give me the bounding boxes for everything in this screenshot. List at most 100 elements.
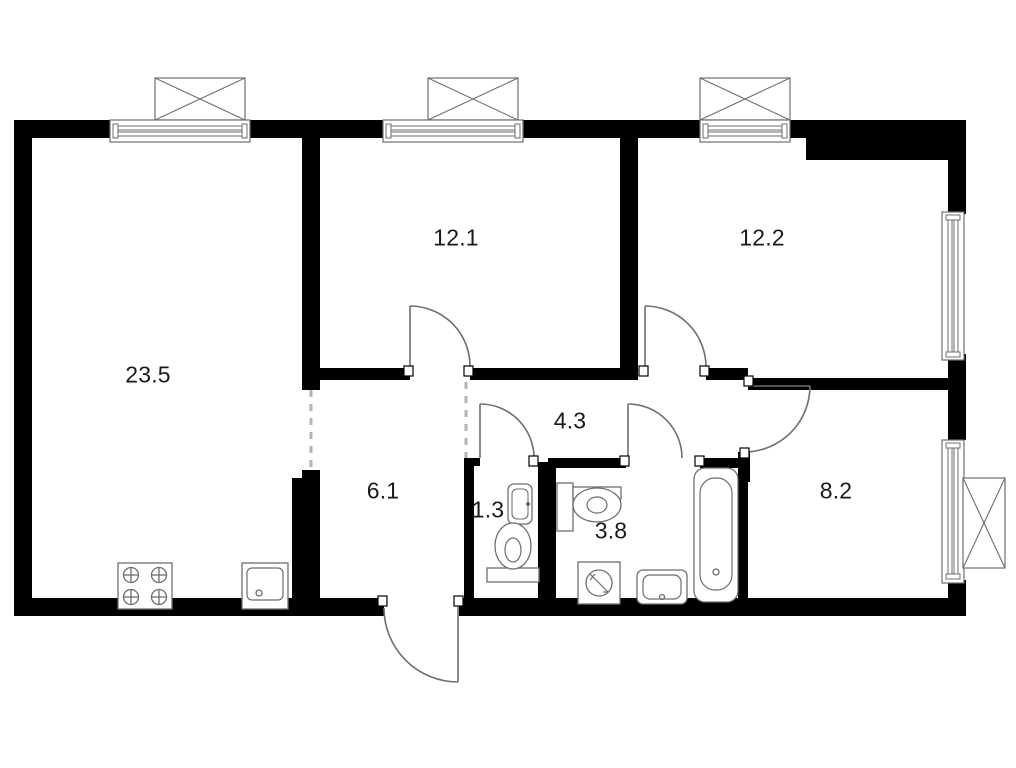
window-pane-b [953, 445, 959, 578]
bath-toilet-cistern [556, 482, 574, 532]
room-label-bedroom-left: 12.1 [433, 224, 479, 251]
window-frame [699, 119, 791, 143]
window-pane-a [388, 125, 518, 131]
balcony-cross-b [962, 477, 1006, 569]
balcony-cross-b [154, 77, 246, 121]
window-pane-a [947, 217, 953, 355]
washing-machine [577, 561, 621, 605]
door-arc [409, 305, 471, 367]
door-bedroom-small [739, 375, 811, 459]
door-jamb-right [699, 365, 710, 377]
window-pane-a [705, 125, 785, 131]
door-arc [479, 403, 535, 459]
fixtures-group [117, 467, 739, 610]
window-bedroom-right-side [941, 211, 965, 361]
bathtub [693, 467, 739, 603]
window-jamb-right [514, 123, 521, 139]
door-wc [479, 403, 539, 467]
window-frame [109, 119, 251, 143]
room-label-bedroom-small: 8.2 [819, 477, 853, 504]
bathtub-drain [712, 568, 720, 576]
wall-top-right [790, 120, 966, 138]
door-jamb-bottom [739, 447, 750, 459]
wall-top-right-notch [806, 138, 966, 160]
window-pane-a [115, 125, 245, 131]
door-jamb-right [694, 455, 705, 467]
window-jamb-left [112, 123, 119, 139]
window-jamb-left [385, 123, 392, 139]
wall-wc-left [464, 462, 474, 604]
door-bedroom-left [403, 305, 474, 377]
wall-bath-top-a [548, 458, 620, 468]
stove-body [117, 562, 173, 610]
room-label-kitchen-living: 23.5 [125, 361, 171, 388]
wall-partition-kitchen-upper [302, 120, 320, 386]
wc-toilet [486, 522, 540, 583]
wall-bottom-kitchen [14, 598, 384, 616]
wall-bath-top-b [700, 458, 748, 468]
room-label-hall-corridor: 6.1 [366, 477, 400, 504]
bath-sink [636, 569, 688, 605]
window-bedroom-small-side [941, 439, 1006, 584]
door-jamb-left [403, 365, 414, 377]
window-pane-a [947, 445, 953, 578]
bath-toilet [556, 482, 622, 532]
balcony-cross-b [427, 77, 519, 121]
wc-toilet-seat [504, 537, 522, 563]
wall-under-bedroom-left-a [320, 368, 410, 380]
door-arc [644, 305, 707, 368]
door-arc [743, 385, 811, 453]
door-jamb-left [638, 365, 649, 377]
sink-drain [255, 589, 263, 597]
bathtub-inner [699, 477, 733, 591]
room-label-bathroom: 3.8 [594, 517, 628, 544]
room-label-wc: 1.3 [471, 496, 505, 523]
window-kitchen-top [109, 77, 251, 143]
wall-partition-kitchen-lower [292, 478, 320, 616]
bath-sink-basin [642, 574, 682, 600]
balcony-cross-b [699, 77, 791, 121]
door-jamb-right [528, 455, 539, 467]
door-arc [383, 607, 459, 683]
doors-group [377, 305, 811, 683]
window-pane-b [953, 217, 959, 355]
wall-under-bedroom-right-b [748, 378, 948, 390]
window-jamb-right [781, 123, 788, 139]
wall-under-bedroom-right [706, 368, 748, 380]
wall-bath-right [738, 462, 748, 604]
door-arc [627, 403, 683, 459]
wc-sink [507, 483, 533, 525]
window-jamb-bottom [945, 351, 961, 358]
wall-partition-kitchen-lower-tip [302, 470, 320, 480]
door-jamb-right [453, 595, 464, 607]
room-label-bedroom-right: 12.2 [739, 224, 785, 251]
door-entrance [377, 595, 464, 683]
windows-group [109, 77, 1006, 584]
window-jamb-bottom [945, 573, 961, 580]
window-jamb-left [702, 123, 709, 139]
wall-bath-left [548, 462, 556, 604]
wall-top-left [14, 120, 110, 138]
stove [117, 562, 173, 610]
door-jamb-left [377, 595, 388, 607]
window-pane-b [705, 131, 785, 137]
wall-wc-top-stub [464, 458, 480, 466]
walls-group [14, 120, 966, 616]
window-jamb-top [945, 214, 961, 221]
window-bedroom-left-top [382, 77, 524, 143]
door-bathroom [619, 403, 705, 467]
wc-sink-drain [526, 502, 530, 506]
wall-partition-kitchen-stub [302, 360, 320, 390]
window-frame [941, 439, 965, 584]
wc-toilet-cistern [486, 567, 540, 583]
wall-under-bedroom-left-b [470, 368, 638, 380]
window-frame [941, 211, 965, 361]
window-jamb-top [945, 442, 961, 449]
washer-mark [589, 573, 609, 593]
wall-left-exterior [14, 120, 32, 616]
window-bedroom-right-top [699, 77, 791, 143]
wall-right-upper [948, 138, 966, 214]
window-pane-b [115, 131, 245, 137]
kitchen-sink [241, 562, 289, 610]
